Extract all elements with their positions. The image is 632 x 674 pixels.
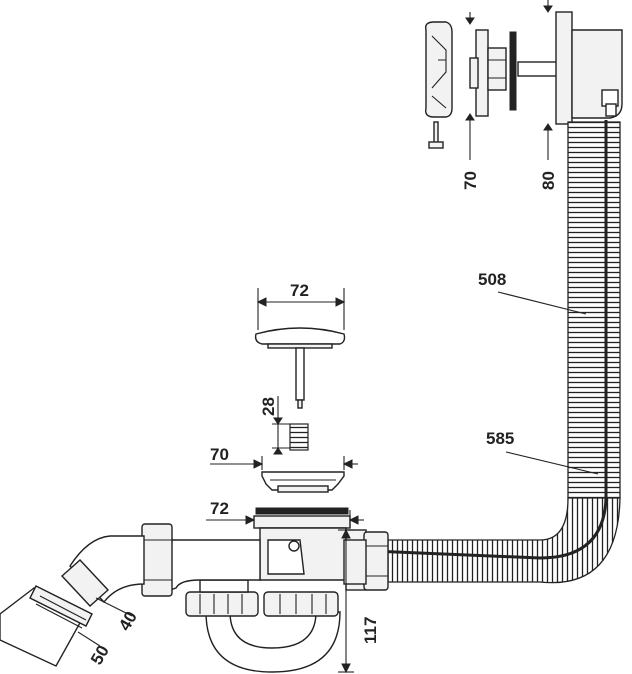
- dim-72-body: 72: [206, 499, 364, 528]
- svg-text:508: 508: [478, 270, 506, 289]
- strainer: [261, 471, 345, 493]
- hose-connector: [343, 531, 389, 591]
- dim-70-overflow-label: 70: [461, 171, 480, 190]
- svg-text:72: 72: [290, 281, 309, 300]
- overflow-cover: [424, 21, 453, 118]
- plug: [254, 327, 346, 409]
- trap: [185, 579, 341, 673]
- svg-text:28: 28: [259, 397, 278, 416]
- dim-70-strainer: 70: [210, 445, 358, 470]
- cable: [299, 120, 608, 560]
- svg-text:50: 50: [87, 642, 113, 668]
- outlet-pipe: [0, 585, 93, 667]
- overflow-rear-body: [555, 11, 573, 125]
- dim-70-overflow: 70: [461, 12, 480, 190]
- dim-28-stem: 28: [259, 396, 290, 455]
- stem-screw: [289, 423, 309, 451]
- overflow-hose: [299, 120, 621, 584]
- overflow-gasket: [509, 31, 517, 111]
- svg-text:72: 72: [210, 499, 229, 518]
- svg-text:40: 40: [115, 608, 141, 634]
- dim-72-plug: 72: [256, 281, 346, 330]
- svg-text:117: 117: [361, 617, 380, 644]
- svg-text:585: 585: [486, 429, 514, 448]
- outlet-branch: [60, 523, 261, 607]
- dim-80-overflow-label: 80: [539, 171, 558, 190]
- svg-text:70: 70: [210, 445, 229, 464]
- dim-50-outlet: 50: [77, 631, 113, 668]
- overflow-hose-vertical: [567, 121, 621, 499]
- dim-80-overflow: 80: [539, 0, 558, 190]
- label-585: 585: [486, 429, 599, 475]
- dim-40-outlet: 40: [95, 597, 141, 634]
- label-508: 508: [478, 270, 587, 315]
- overflow-screw: [428, 121, 444, 149]
- dim-117-trap: 117: [338, 528, 380, 674]
- overflow-assembly: 70 80: [424, 0, 623, 190]
- overflow-hose-bend: [387, 497, 621, 584]
